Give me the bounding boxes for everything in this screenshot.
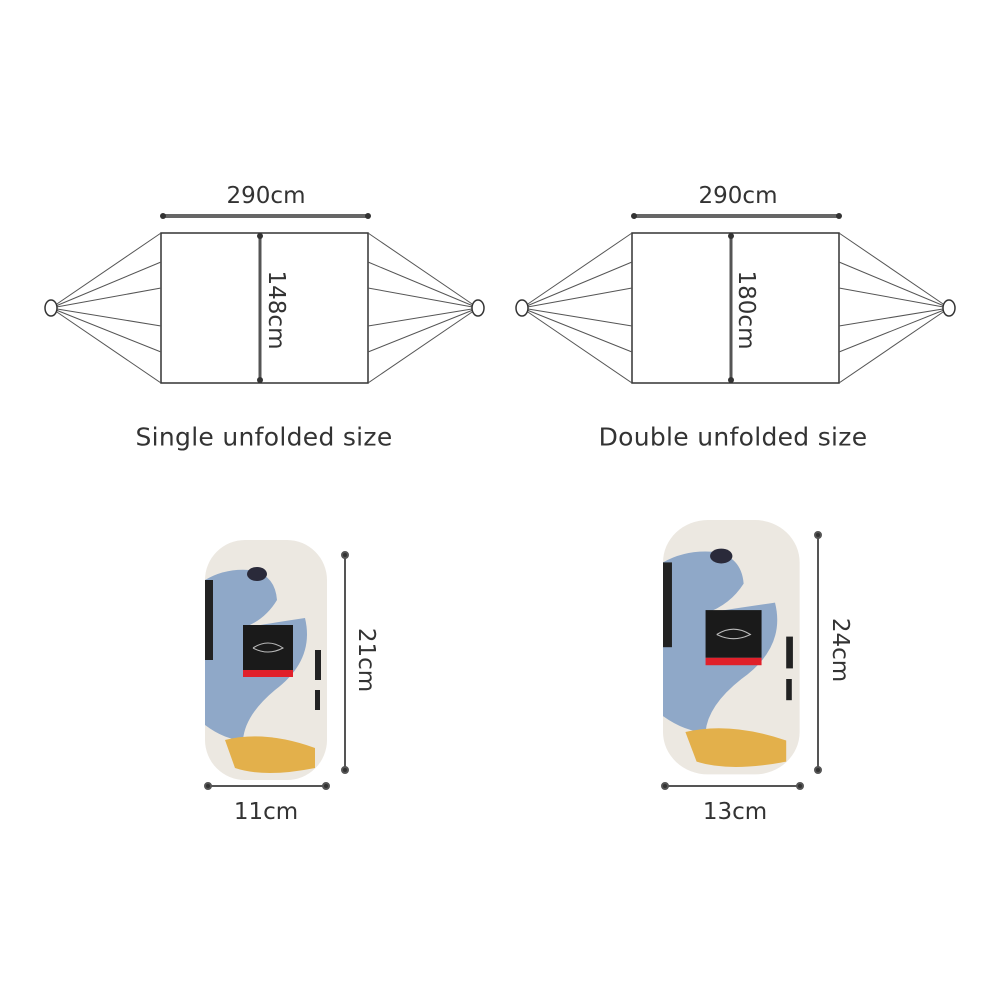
single-bag-dimension-lines [204, 551, 349, 790]
single-caption: Single unfolded size [135, 422, 393, 452]
single-packed-height-label: 21cm [353, 627, 379, 693]
double-length-label: 290cm [698, 183, 778, 209]
double-packed-height-label: 24cm [827, 617, 853, 683]
double-width-label: 180cm [733, 270, 759, 350]
single-length-label: 290cm [226, 183, 306, 209]
single-packed-diameter-label: 11cm [233, 799, 299, 825]
single-packed-bag-image [204, 539, 328, 781]
double-bag-dimension-lines [661, 531, 822, 790]
double-packed-bag-image [662, 519, 801, 775]
double-packed-diameter-label: 13cm [702, 799, 768, 825]
single-width-label: 148cm [263, 270, 289, 350]
double-caption: Double unfolded size [598, 422, 868, 452]
